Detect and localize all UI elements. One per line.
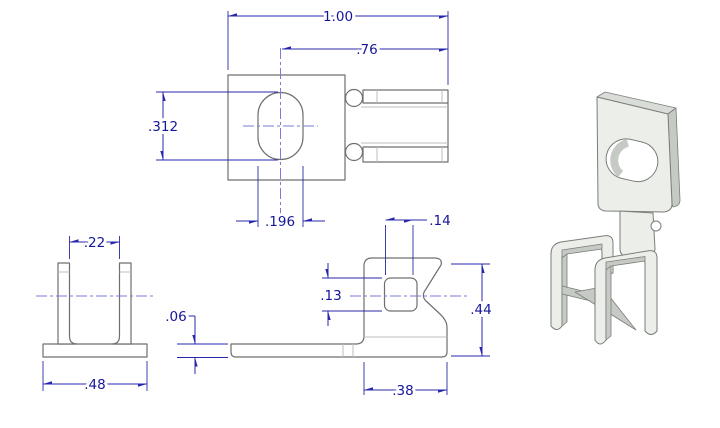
iso-rear-clip-underside: [561, 243, 603, 259]
relief-notch-bottom: [344, 142, 364, 162]
clip-leg-bottom: [362, 146, 449, 163]
dim-top-overall-width: 1.00: [323, 9, 353, 25]
dim-side-thickness: .06: [165, 309, 186, 325]
clip-leg-top: [362, 89, 449, 104]
side-slot: [383, 277, 418, 312]
iso-front-clip-underside: [605, 256, 646, 271]
iso-relief-notch: [650, 220, 662, 232]
dim-top-slot-height: .312: [148, 119, 178, 135]
bend-lines-side: [342, 336, 447, 357]
channel-leg-left: [57, 262, 78, 345]
dim-front-base-width: .48: [84, 377, 105, 393]
iso-neck: [619, 210, 656, 257]
side-view-dimensions: .14 .13 .06 .44 .38: [162, 210, 494, 402]
front-view: .22 .48: [36, 232, 153, 396]
dim-side-slot-height: .13: [320, 288, 341, 304]
front-view-part-geometry: [36, 262, 153, 358]
relief-notch-top: [344, 88, 364, 108]
isometric-view: [550, 91, 681, 345]
iso-hole: [605, 138, 659, 183]
dim-side-body-width: .38: [392, 383, 413, 399]
dim-front-inner-width: .22: [84, 235, 105, 251]
iso-tab-side-face: [667, 107, 681, 208]
slot-obround: [257, 91, 304, 161]
channel-leg-right: [111, 262, 132, 345]
base-plate: [42, 343, 148, 358]
iso-front-leg-side: [605, 265, 612, 341]
dim-top-slot-width: .196: [265, 214, 295, 230]
dim-top-center-to-end: .76: [356, 42, 377, 58]
iso-front-clip: [594, 250, 658, 345]
bend-lines-top: [361, 90, 448, 162]
centerlines-top: [243, 48, 318, 226]
front-view-dimensions: .22 .48: [42, 232, 148, 396]
dim-side-overall-height: .44: [470, 302, 491, 318]
side-view: .14 .13 .06 .44 .38: [162, 210, 494, 402]
side-view-part-geometry: [230, 257, 468, 358]
dim-side-clip-width: .14: [429, 213, 450, 229]
top-view: 1.00 .76 .312 .196: [145, 6, 449, 233]
top-view-part-geometry: [227, 48, 449, 226]
top-view-dimensions: 1.00 .76 .312 .196: [145, 6, 449, 233]
